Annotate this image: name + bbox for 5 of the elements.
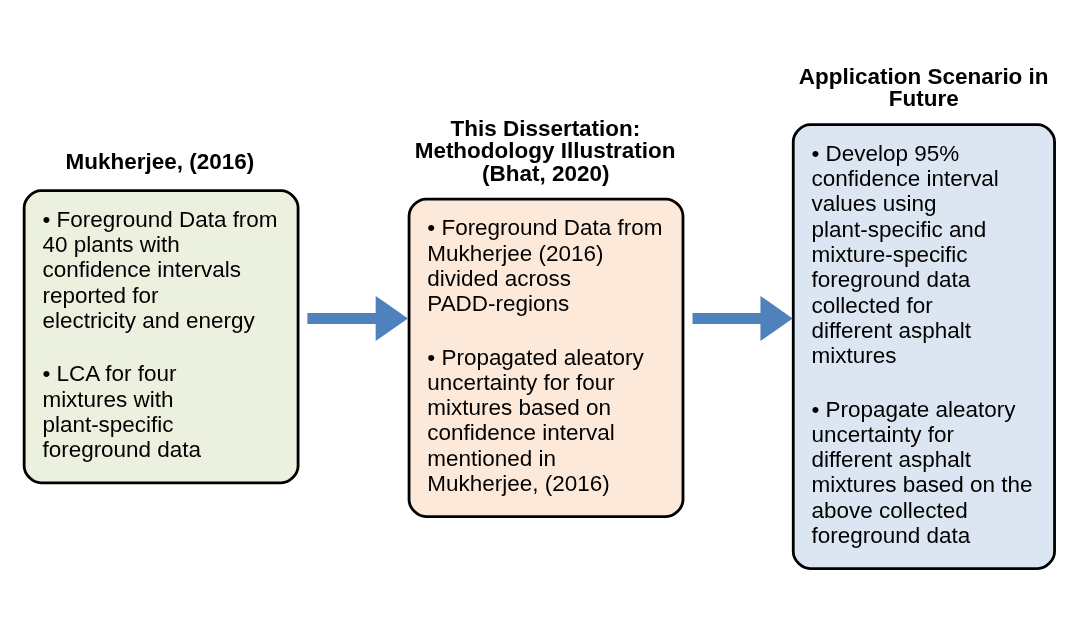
node-label: Application Scenario in Future — [798, 63, 1049, 111]
node-label: Mukherjee, (2016) — [65, 148, 255, 174]
arrow — [692, 295, 793, 341]
arrow — [307, 295, 408, 341]
node-label: This Dissertation: Methodology Illustration (Bhat, 2020) — [414, 115, 676, 186]
